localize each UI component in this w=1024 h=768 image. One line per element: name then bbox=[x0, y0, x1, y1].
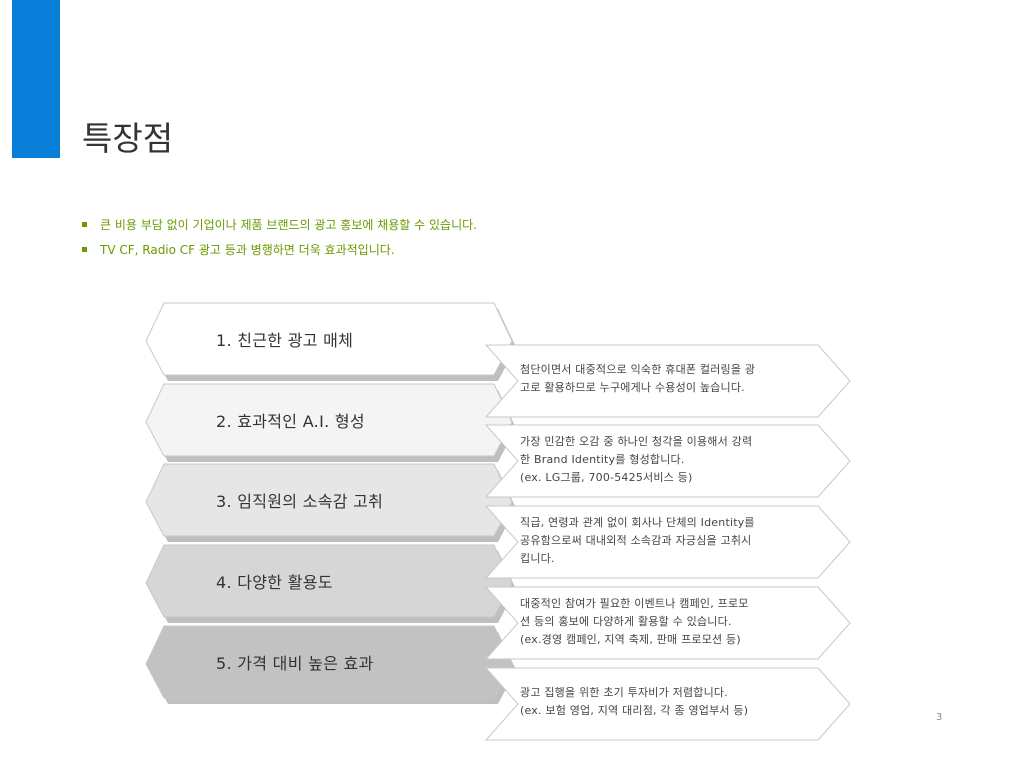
feature-hexagon-3: 3. 임직원의 소속감 고취 bbox=[145, 463, 516, 542]
description-line: 션 등의 홍보에 다양하게 활용할 수 있습니다. bbox=[520, 615, 732, 628]
bullet-square-icon bbox=[82, 247, 87, 252]
feature-description-4: 대중적인 참여가 필요한 이벤트나 캠페인, 프로모 션 등의 홍보에 다양하게… bbox=[484, 586, 852, 661]
hexagon-shape bbox=[145, 302, 516, 381]
bullet-item: 큰 비용 부담 없이 기업이나 제품 브랜드의 광고 홍보에 채용할 수 있습니… bbox=[82, 214, 477, 239]
description-hexagon-shape bbox=[484, 424, 851, 498]
hexagon-shape bbox=[145, 625, 516, 704]
description-line: 광고 집행을 위한 초기 투자비가 저렴합니다. bbox=[520, 686, 728, 699]
description-line: 대중적인 참여가 필요한 이벤트나 캠페인, 프로모 bbox=[520, 597, 749, 610]
bullet-text: 큰 비용 부담 없이 기업이나 제품 브랜드의 광고 홍보에 채용할 수 있습니… bbox=[100, 218, 477, 232]
description-hexagon-shape bbox=[484, 667, 851, 741]
bullet-text: TV CF, Radio CF 광고 등과 병행하면 더욱 효과적입니다. bbox=[100, 243, 395, 257]
slide-title: 특장점 bbox=[82, 119, 174, 158]
feature-hexagon-5: 5. 가격 대비 높은 효과 bbox=[145, 625, 516, 704]
description-line: (ex. 보험 영업, 지역 대리점, 각 종 영업부서 등) bbox=[520, 704, 749, 717]
description-hexagon-shape bbox=[484, 586, 851, 660]
description-line: (ex.경영 캠페인, 지역 축제, 판매 프로모션 등) bbox=[520, 633, 741, 646]
description-hexagon-shape bbox=[484, 344, 851, 418]
description-line: 킵니다. bbox=[520, 552, 555, 565]
description-line: 공유함으로써 대내외적 소속감과 자긍심을 고취시 bbox=[520, 534, 752, 547]
description-line: 가장 민감한 오감 중 하나인 청각을 이용해서 강력 bbox=[520, 435, 753, 448]
description-line: (ex. LG그룹, 700-5425서비스 등) bbox=[520, 471, 693, 484]
feature-hexagon-4: 4. 다양한 활용도 bbox=[145, 544, 516, 623]
description-hexagon-shape bbox=[484, 505, 851, 579]
hexagon-shape bbox=[145, 463, 516, 542]
description-line: 직급, 연령과 관계 없이 회사나 단체의 Identity를 bbox=[520, 516, 755, 529]
hexagon-shape bbox=[145, 544, 516, 623]
hexagon-shape bbox=[145, 383, 516, 462]
feature-description-2: 가장 민감한 오감 중 하나인 청각을 이용해서 강력 한 Brand Iden… bbox=[484, 424, 852, 499]
feature-label: 1. 친근한 광고 매체 bbox=[216, 331, 354, 350]
feature-label: 5. 가격 대비 높은 효과 bbox=[216, 654, 374, 673]
accent-bar bbox=[12, 0, 60, 158]
feature-label: 4. 다양한 활용도 bbox=[216, 573, 333, 592]
description-line: 한 Brand Identity를 형성합니다. bbox=[520, 453, 685, 466]
feature-label: 2. 효과적인 A.I. 형성 bbox=[216, 412, 365, 431]
feature-hexagon-1: 1. 친근한 광고 매체 bbox=[145, 302, 516, 381]
bullet-square-icon bbox=[82, 222, 87, 227]
bullet-list: 큰 비용 부담 없이 기업이나 제품 브랜드의 광고 홍보에 채용할 수 있습니… bbox=[82, 214, 477, 264]
feature-label: 3. 임직원의 소속감 고취 bbox=[216, 492, 384, 511]
bullet-item: TV CF, Radio CF 광고 등과 병행하면 더욱 효과적입니다. bbox=[82, 239, 477, 264]
feature-description-5: 광고 집행을 위한 초기 투자비가 저렴합니다. (ex. 보험 영업, 지역 … bbox=[484, 667, 852, 742]
description-line: 고로 활용하므로 누구에게나 수용성이 높습니다. bbox=[520, 381, 745, 394]
description-line: 첨단이면서 대중적으로 익숙한 휴대폰 컬러링을 광 bbox=[520, 363, 756, 376]
feature-hexagon-2: 2. 효과적인 A.I. 형성 bbox=[145, 383, 516, 462]
feature-description-1: 첨단이면서 대중적으로 익숙한 휴대폰 컬러링을 광 고로 활용하므로 누구에게… bbox=[484, 344, 852, 419]
feature-description-3: 직급, 연령과 관계 없이 회사나 단체의 Identity를 공유함으로써 대… bbox=[484, 505, 852, 580]
page-number: 3 bbox=[936, 712, 943, 723]
